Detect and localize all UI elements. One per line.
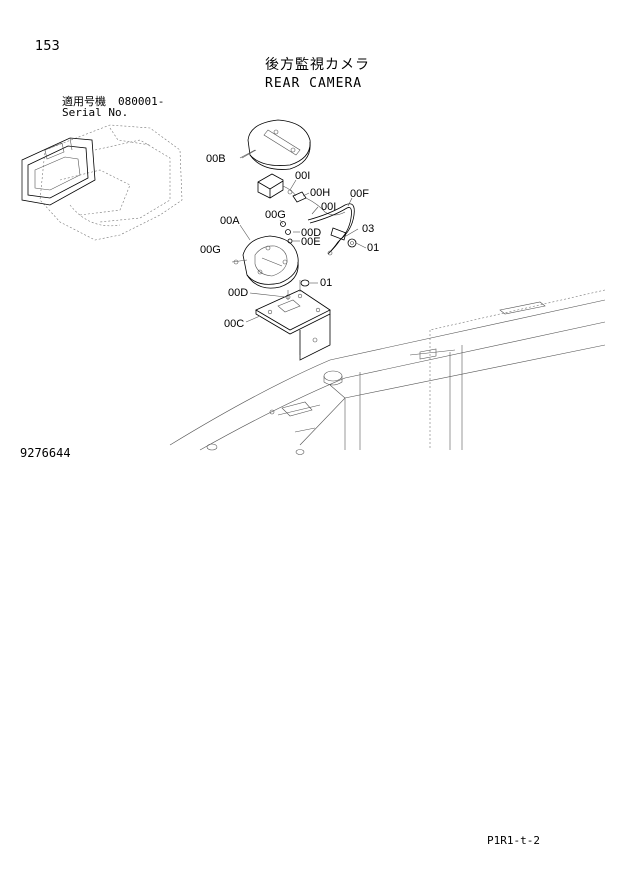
serial-range: 080001-	[118, 95, 165, 108]
callout-00A: 00A	[220, 215, 240, 227]
callout-00G-upper: 00G	[265, 209, 286, 221]
title-japanese: 後方監視カメラ	[265, 57, 370, 73]
callout-00H: 00H	[310, 187, 330, 199]
title-english: REAR CAMERA	[265, 76, 363, 91]
callout-00B: 00B	[206, 153, 226, 165]
callout-00F: 00F	[350, 188, 369, 200]
leader-lines	[239, 149, 353, 323]
callout-03: 03	[362, 223, 374, 235]
drawing-number: 9276644	[20, 446, 71, 460]
serial-label-japanese: 適用号機	[62, 95, 106, 108]
part-00A-housing	[231, 235, 299, 289]
callout-00D-lower: 00D	[228, 287, 248, 299]
part-camera-unit	[257, 173, 297, 199]
callout-00I-upper: 00I	[295, 170, 310, 182]
part-00B-cover	[239, 119, 311, 170]
serial-label-english: Serial No.	[62, 106, 129, 119]
callout-00E: 00E	[301, 236, 321, 248]
page-number: 153	[35, 39, 60, 54]
callout-01-right: 01	[367, 242, 379, 254]
part-00H-connector	[292, 191, 346, 216]
callout-00D-upper: 00D	[301, 227, 321, 239]
chassis-outline	[169, 289, 606, 455]
part-00C-bracket	[255, 280, 331, 361]
callout-00C: 00C	[224, 318, 244, 330]
machine-overview-thumbnail	[21, 124, 183, 241]
callout-01-center: 01	[320, 277, 332, 289]
page-code: P1R1-t-2	[487, 834, 540, 847]
part-00F-harness	[307, 203, 367, 256]
callout-00I-lower: 00I	[321, 201, 336, 213]
callout-labels: 00B 00I 00H 00F 00I 00A 00G 03 00D 00E 0…	[200, 153, 379, 330]
callout-00G-left: 00G	[200, 244, 221, 256]
